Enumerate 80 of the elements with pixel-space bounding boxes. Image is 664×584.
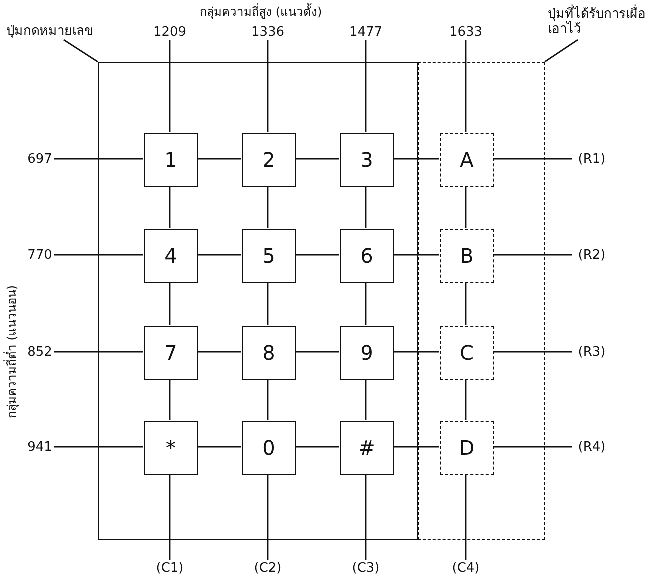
key-box: 0 (242, 421, 296, 475)
frequency-label: (R4) (572, 439, 612, 455)
frequency-label: (R3) (572, 344, 612, 360)
connector-line (169, 379, 171, 420)
connector-line (295, 351, 339, 353)
connector-line (465, 40, 467, 132)
axis-title: กลุ่มความถี่ต่ำ (แนวนอน) (2, 284, 20, 421)
connector-line (465, 474, 467, 560)
key-box: C (440, 326, 494, 380)
key-box: 7 (144, 326, 198, 380)
connector-line (54, 351, 143, 353)
key-box: B (440, 229, 494, 283)
connector-line (365, 40, 367, 132)
connector-line (169, 40, 171, 132)
group-label: ปุ่มกดหมายเลข (2, 22, 98, 40)
connector-line (393, 158, 439, 160)
frequency-label: 697 (26, 151, 54, 167)
connector-line (493, 254, 572, 256)
connector-line (393, 446, 439, 448)
key-box: 4 (144, 229, 198, 283)
connector-line (493, 158, 572, 160)
connector-line (267, 474, 269, 560)
key-box: 3 (340, 133, 394, 187)
frequency-label: 941 (26, 439, 54, 455)
dashed-group-frame (418, 62, 545, 540)
connector-line (169, 282, 171, 325)
connector-line (54, 254, 143, 256)
connector-line (365, 474, 367, 560)
connector-line (365, 282, 367, 325)
connector-line (365, 379, 367, 420)
connector-line (197, 254, 241, 256)
frequency-label: (C1) (150, 560, 190, 576)
frequency-label: 852 (26, 344, 54, 360)
key-box: D (440, 421, 494, 475)
frequency-label: (C3) (346, 560, 386, 576)
key-box: * (144, 421, 198, 475)
connector-line (295, 158, 339, 160)
connector-line (197, 351, 241, 353)
connector-line (169, 474, 171, 560)
connector-line (54, 158, 143, 160)
frequency-label: 1209 (148, 24, 192, 40)
connector-line (197, 158, 241, 160)
connector-line (267, 379, 269, 420)
connector-line (465, 379, 467, 420)
key-box: 8 (242, 326, 296, 380)
key-box: A (440, 133, 494, 187)
connector-line (393, 254, 439, 256)
key-box: 5 (242, 229, 296, 283)
key-box: 2 (242, 133, 296, 187)
connector-line (267, 40, 269, 132)
frequency-label: (C4) (446, 560, 486, 576)
connector-line (267, 282, 269, 325)
key-box: # (340, 421, 394, 475)
group-frame (98, 62, 418, 540)
key-box: 1 (144, 133, 198, 187)
connector-line (54, 446, 143, 448)
connector-line (465, 282, 467, 325)
frequency-label: 1477 (344, 24, 388, 40)
frequency-label: 1633 (444, 24, 488, 40)
connector-line (393, 351, 439, 353)
frequency-label: (C2) (248, 560, 288, 576)
connector-line (267, 186, 269, 228)
frequency-label: (R2) (572, 247, 612, 263)
connector-line (197, 446, 241, 448)
key-box: 6 (340, 229, 394, 283)
group-label: ปุ่มที่ได้รับการเผื่อเอาไว้ (548, 4, 662, 40)
axis-title: กลุ่มความถี่สูง (แนวตั้ง) (200, 2, 322, 22)
frequency-label: 770 (26, 247, 54, 263)
key-box: 9 (340, 326, 394, 380)
connector-line (295, 446, 339, 448)
connector-line (493, 446, 572, 448)
connector-line (365, 186, 367, 228)
connector-line (169, 186, 171, 228)
connector-line (493, 351, 572, 353)
leader-line (64, 39, 98, 63)
leader-line (544, 39, 578, 63)
connector-line (465, 186, 467, 228)
connector-line (295, 254, 339, 256)
frequency-label: (R1) (572, 151, 612, 167)
frequency-label: 1336 (246, 24, 290, 40)
